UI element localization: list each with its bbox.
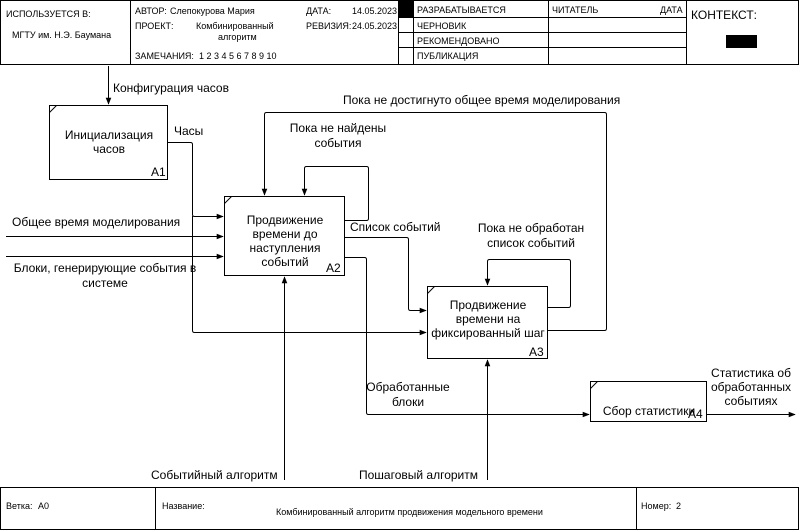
label-event-algorithm: Событийный алгоритм: [151, 468, 278, 482]
label-clock: Часы: [174, 124, 204, 138]
label-processed-blocks: Обработанные блоки: [366, 380, 450, 410]
label-processed-line2: блоки: [391, 395, 425, 409]
notes-numbers: 1 2 3 4 5 6 7 8 9 10: [199, 51, 277, 61]
number-value: 2: [676, 501, 682, 511]
box-a1: [49, 105, 168, 180]
status-draft: ЧЕРНОВИК: [417, 21, 467, 31]
label-until-total-time: Пока не достигнуто общее время моделиров…: [343, 93, 621, 107]
label-processed-line1: Обработанные: [366, 380, 450, 394]
arrow-loop-a3: [484, 259, 571, 308]
label-stats-line2: обработанных: [710, 380, 792, 394]
label-until-events: Пока не найдены события: [280, 121, 396, 151]
box-a2-title-line3: наступления событий: [249, 241, 321, 269]
label-until-events-line1: Пока не найдены: [289, 121, 387, 135]
arrow-clock-branch: [192, 216, 427, 336]
box-a3-title-line3: фиксированный шаг: [431, 326, 545, 340]
box-a2-title-line1: Продвижение: [246, 213, 324, 227]
node-value: А0: [38, 501, 50, 511]
arrow-event-list: [345, 237, 427, 314]
label-blocks-line2: системе: [82, 276, 128, 290]
node-label: Ветка:: [6, 501, 33, 511]
title-label: Название:: [162, 501, 205, 511]
box-a3-id: A3: [529, 345, 544, 359]
author-value: Слепокурова Мария: [170, 6, 255, 16]
number-label: Номер:: [641, 501, 672, 511]
author-label: АВТОР:: [135, 6, 167, 16]
context-label: КОНТЕКСТ:: [691, 8, 757, 22]
box-a2-id: A2: [326, 261, 341, 275]
label-until-processed: Пока не обработан список событий: [473, 221, 589, 251]
label-until-processed-line2: список событий: [487, 236, 575, 250]
status-marker: [399, 1, 413, 17]
label-until-processed-line1: Пока не обработан: [477, 221, 585, 235]
label-stats-line1: Статистика об: [711, 366, 791, 380]
box-a1-id: A1: [151, 165, 166, 179]
box-a1-title: Инициализация часов: [50, 128, 168, 156]
box-a3-title: Продвижение времени на фиксированный шаг: [428, 298, 548, 340]
box-a2: [224, 196, 345, 276]
status-recommended: РЕКОМЕНДОВАНО: [417, 36, 500, 46]
arrow-loop-total: [261, 112, 607, 331]
label-until-events-line2: события: [314, 136, 362, 150]
notes-label: ЗАМЕЧАНИЯ:: [135, 51, 194, 61]
date-value: 14.05.2023: [352, 6, 398, 16]
used-in-value: МГТУ им. Н.Э. Баумана: [12, 30, 112, 40]
revision-label: РЕВИЗИЯ:: [306, 21, 352, 31]
label-stats-line3: событиях: [724, 394, 778, 408]
box-a3-title-line2: времени на: [455, 312, 521, 326]
diagram-title: Комбинированный алгоритм продвижения мод…: [276, 507, 543, 517]
box-a3-title-line1: Продвижение: [449, 298, 527, 312]
date-label: ДАТА:: [306, 6, 332, 16]
label-statistics: Статистика об обработанных событиях: [706, 366, 796, 408]
status-in-work: РАЗРАБАТЫВАЕТСЯ: [417, 5, 506, 15]
box-a2-title: Продвижение времени до наступления событ…: [225, 213, 345, 269]
status-publication: ПУБЛИКАЦИЯ: [417, 51, 479, 61]
label-step-algorithm: Пошаговый алгоритм: [359, 468, 479, 482]
context-box: [726, 35, 757, 48]
box-a1-title-line1: Инициализация: [64, 128, 154, 142]
box-a2-title-line2: времени до: [252, 227, 318, 241]
arrow-clock: [168, 142, 224, 220]
label-blocks-line1: Блоки, генерирующие события в: [13, 261, 197, 275]
reader-label: ЧИТАТЕЛЬ: [552, 5, 599, 15]
reader-date-label: ДАТА: [660, 5, 683, 15]
box-a4-title: Сбор статистики: [602, 404, 696, 418]
arrow-processed-blocks: [345, 257, 590, 418]
arrow-loop-a2: [301, 166, 369, 221]
label-clock-config: Конфигурация часов: [113, 81, 229, 95]
label-blocks: Блоки, генерирующие события в системе: [10, 261, 200, 291]
box-a4: [590, 381, 707, 422]
project-value-line1: Комбинированный: [196, 21, 274, 31]
revision-value: 24.05.2023: [352, 21, 398, 31]
project-value-line2: алгоритм: [218, 32, 257, 42]
label-event-list: Список событий: [350, 220, 441, 234]
box-a1-title-line2: часов: [92, 142, 126, 156]
project-label: ПРОЕКТ:: [135, 21, 174, 31]
box-a4-id: A4: [688, 407, 703, 421]
box-a3: [427, 286, 548, 359]
used-in-label: ИСПОЛЬЗУЕТСЯ В:: [6, 9, 91, 19]
label-total-time: Общее время моделирования: [12, 215, 181, 229]
